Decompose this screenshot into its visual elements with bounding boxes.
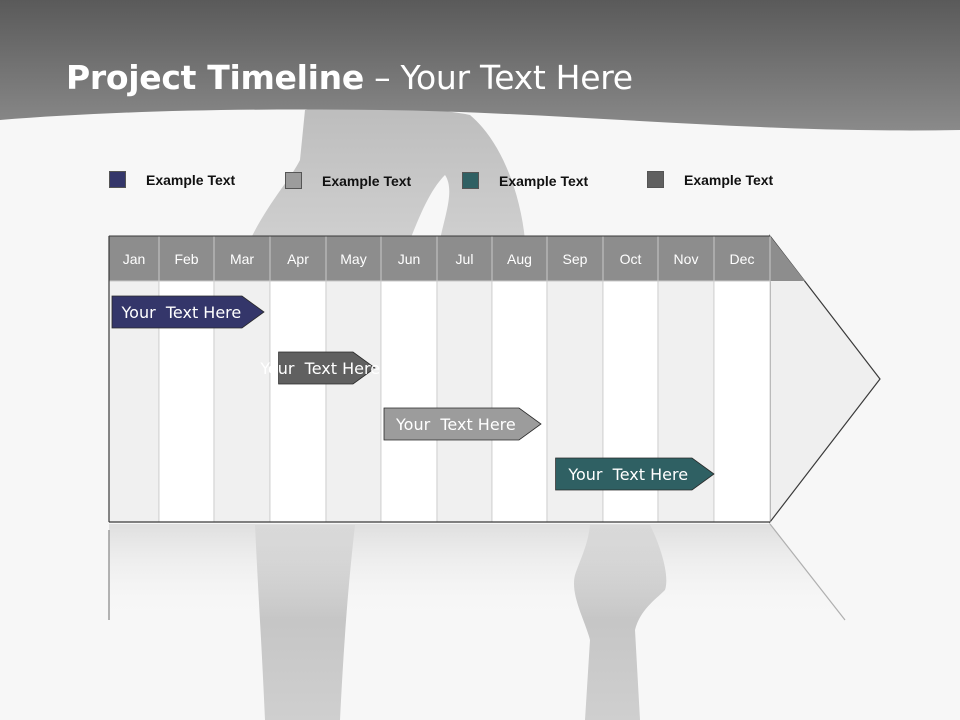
arrow-head-header-fill [770,236,805,281]
month-label: Sep [563,251,588,267]
legend-label: Example Text [684,171,774,188]
month-label: Oct [620,251,642,267]
title-rest: – Your Text Here [363,58,633,97]
header-band [0,0,960,131]
task-bar: Your Text Here [555,457,715,491]
task-bar-shape [383,407,542,441]
month-header-cell [546,235,604,282]
month-label: Jul [456,251,474,267]
month-label: May [340,251,366,267]
task-bar-label: Your Text Here [567,465,688,484]
legend-item-2: Example Text [285,172,411,189]
month-label: Jun [398,251,421,267]
task-bar-label: Your Text Here [121,303,242,322]
month-header-cell [380,235,438,282]
task-bar: Your Text Here [111,295,265,329]
month-label: Nov [674,251,699,267]
legend-swatch-gray [285,172,302,189]
legend-item-4: Example Text [647,171,773,188]
month-label: Apr [287,251,309,267]
task-bar-shape [278,351,376,385]
task-bar: Your Text Here [259,351,380,385]
timeline-grid: Jan Feb Mar Apr May Jun Jul Aug Sep Oct Nov Dec [108,234,881,524]
title-bold: Project Timeline [66,58,364,97]
legend-item-3: Example Text [462,172,588,189]
month-label: Dec [730,251,755,267]
month-column [269,280,327,523]
month-header-cell [325,235,382,282]
legend-swatch-teal [462,172,479,189]
task-bar-shape [111,295,265,329]
month-column [491,280,548,523]
month-header-cell [713,235,771,282]
task-bar-label: Your Text Here [259,359,380,378]
month-label: Feb [174,251,198,267]
month-header-cell [269,235,327,282]
month-column [325,280,382,523]
legend-label: Example Text [322,172,412,189]
month-label: Mar [230,251,254,267]
month-column [436,280,493,523]
task-bar-shape [555,457,715,491]
legend-label: Example Text [499,172,589,189]
timeline-reflection [109,524,845,620]
reflection-right-edge [769,523,846,621]
month-header-cell [158,235,215,282]
month-label: Aug [507,251,532,267]
legend-item-1: Example Text [109,171,235,188]
legend-swatch-navy [109,171,126,188]
page-title: Project Timeline – Your Text Here [66,58,633,97]
month-header-cell [213,235,271,282]
month-label: Jan [123,251,146,267]
task-bar: Your Text Here [383,407,542,441]
month-column [713,280,771,523]
month-column [380,280,438,523]
legend-label: Example Text [146,171,236,188]
month-header-cell [436,235,493,282]
task-bar-label: Your Text Here [395,415,516,434]
legend-swatch-dark-gray [647,171,664,188]
